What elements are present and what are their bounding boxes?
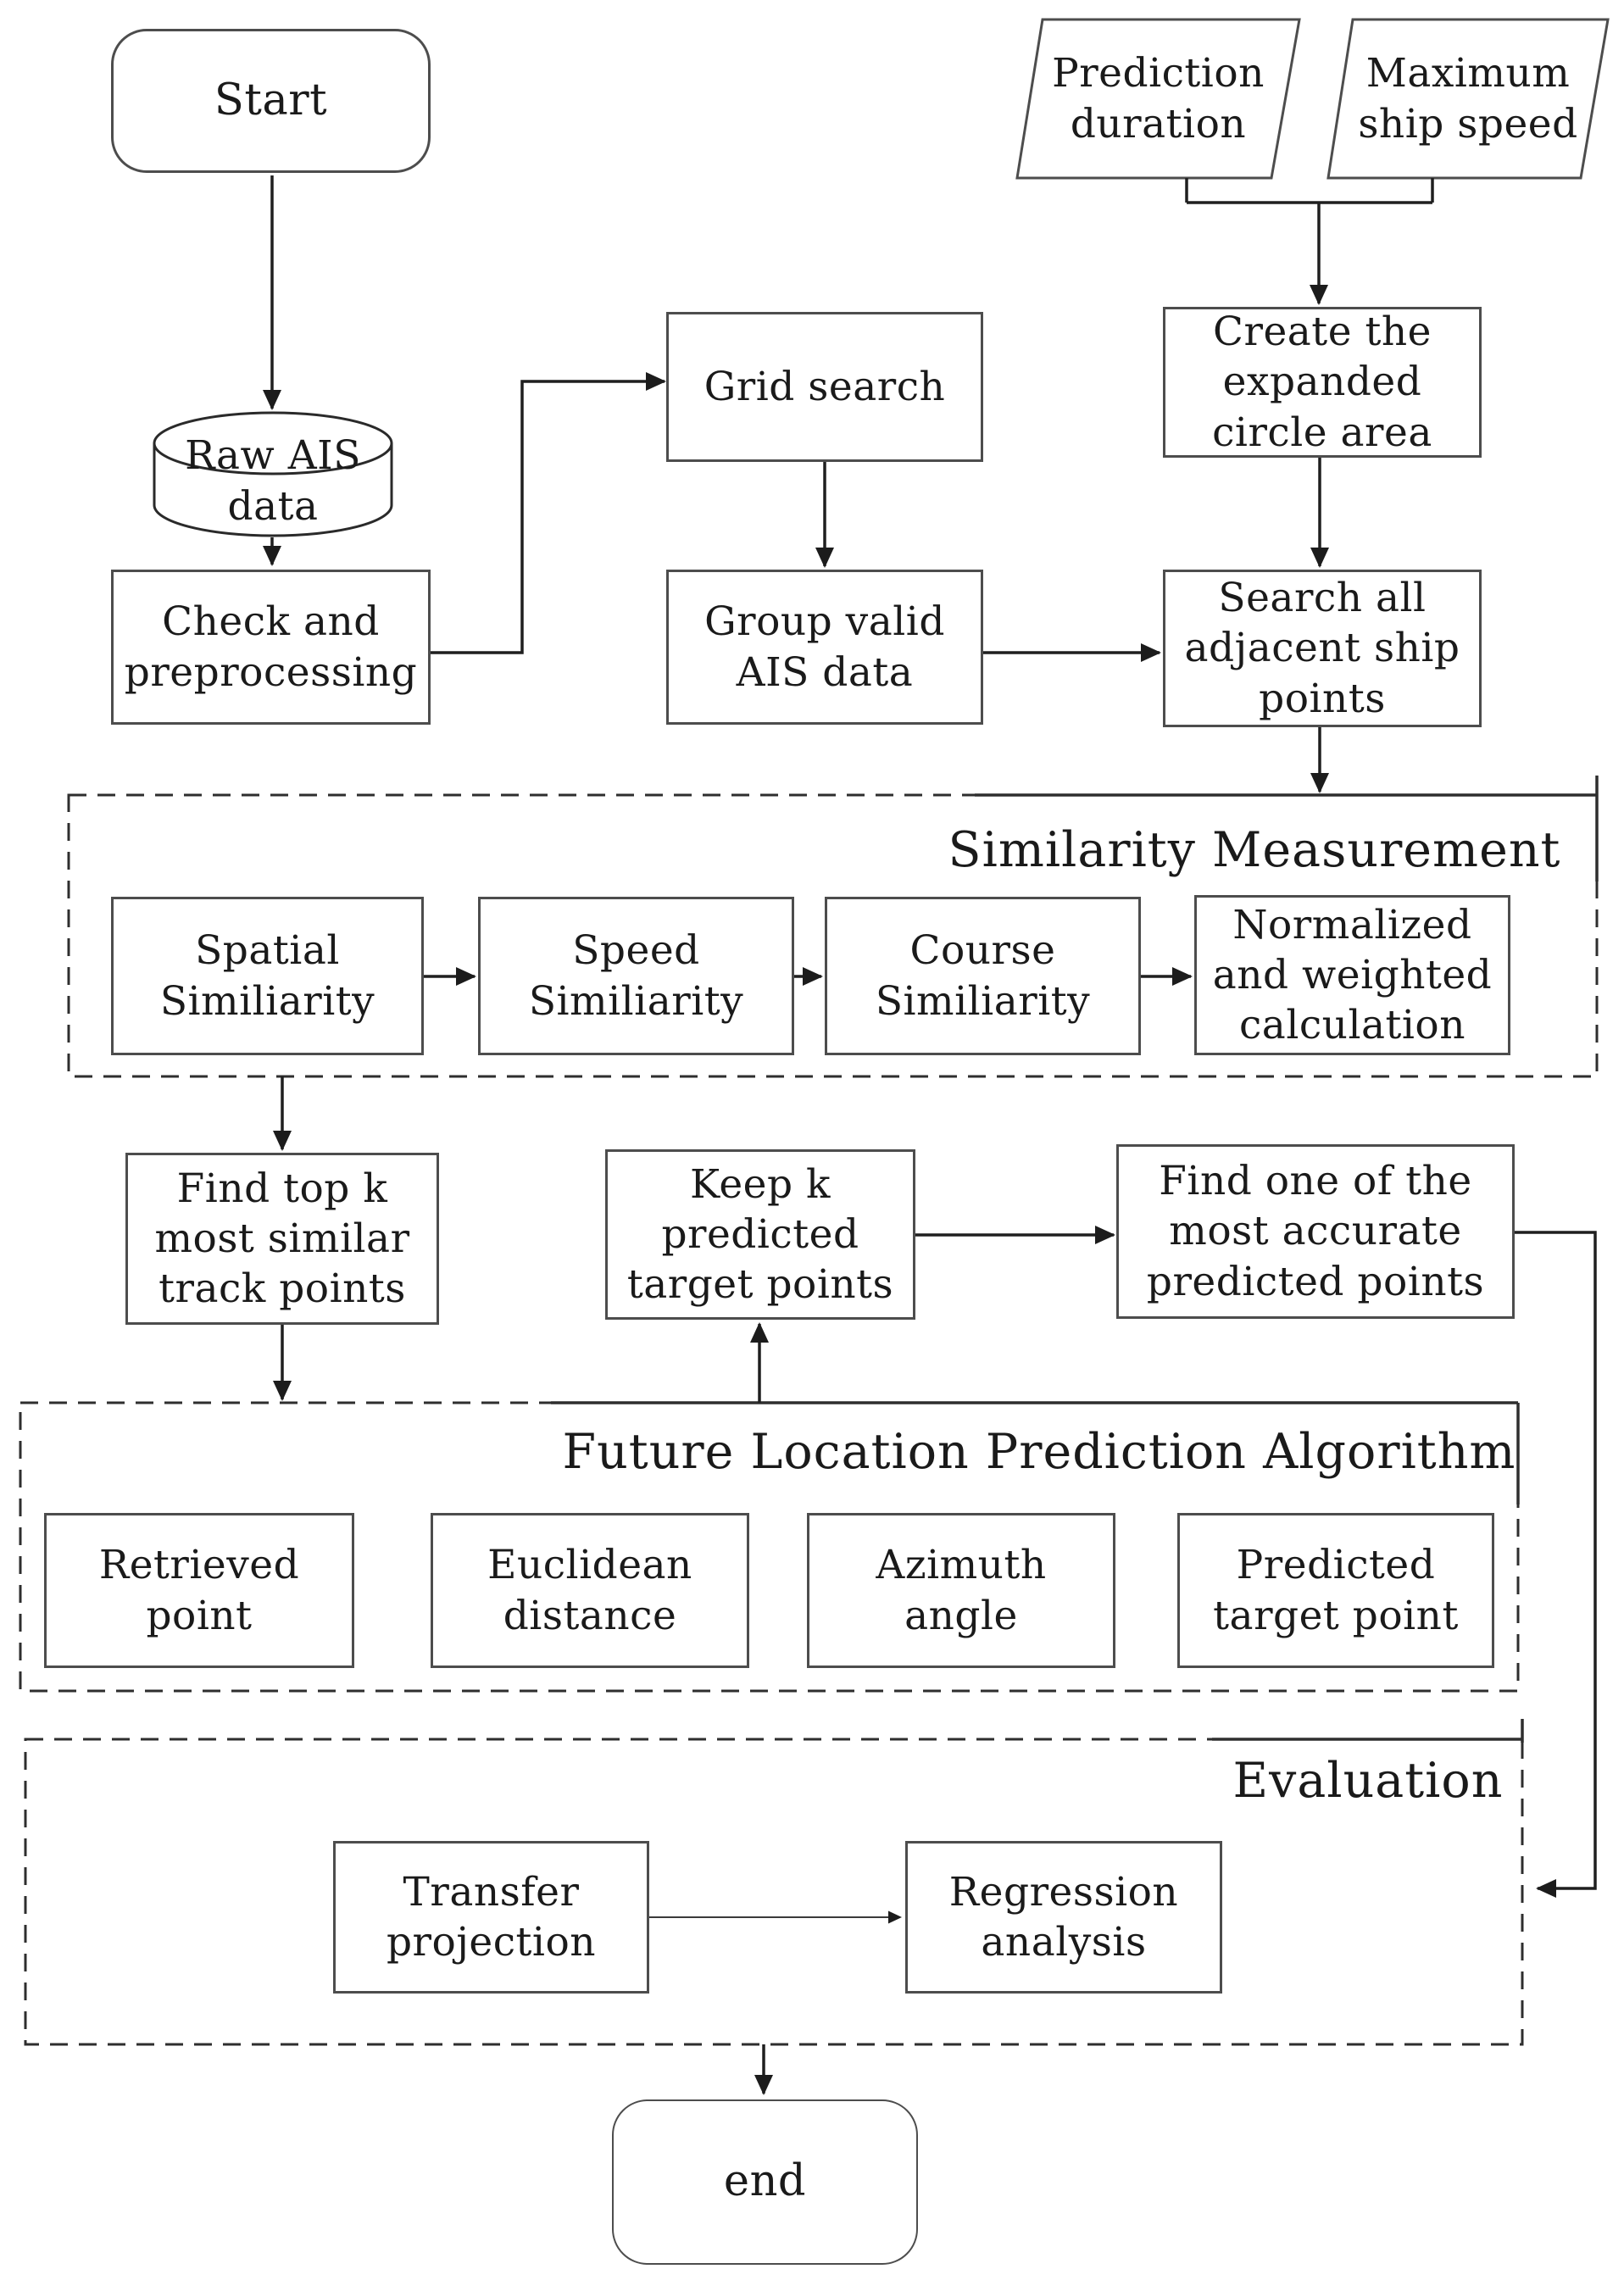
node-end-label: end [723,2156,807,2207]
node-speed-similarity-label: Speed Similiarity [528,927,744,1025]
prediction-duration-shape [1015,18,1301,180]
node-retrieved-point: Retrieved point [44,1513,354,1668]
node-check-and-preprocessing-label: Check and preprocessing [124,598,418,696]
raw-ais-cylinder-shape [153,411,393,537]
node-azimuth-angle-label: Azimuth angle [876,1542,1047,1639]
node-find-top-k: Find top k most similar track points [125,1153,439,1325]
node-group-valid-ais-data-label: Group valid AIS data [704,598,945,696]
node-retrieved-point-label: Retrieved point [98,1542,300,1639]
node-create-expanded-circle-label: Create the expanded circle area [1212,309,1432,456]
evaluation-group-frame [24,1738,1524,2046]
flpa-group-title: Future Location Prediction Algorithm [562,1424,1516,1480]
node-start: Start [111,29,431,173]
node-spatial-similarity: Spatial Similiarity [111,897,424,1055]
maximum-ship-speed-shape [1326,18,1610,180]
node-start-label: Start [214,75,328,125]
node-transfer-projection: Transfer projection [333,1841,649,1994]
node-create-expanded-circle: Create the expanded circle area [1163,307,1482,458]
node-euclidean-distance: Euclidean distance [431,1513,749,1668]
node-grid-search-label: Grid search [704,363,946,410]
node-euclidean-distance-label: Euclidean distance [487,1542,692,1639]
node-group-valid-ais-data: Group valid AIS data [666,570,983,725]
node-normalized-weighted-label: Normalized and weighted calculation [1212,901,1493,1049]
node-maximum-ship-speed-label: Maximum ship speed [1358,50,1578,147]
node-course-similarity: Course Similiarity [825,897,1141,1055]
node-predicted-target-point-label: Predicted target point [1213,1542,1459,1639]
node-check-and-preprocessing: Check and preprocessing [111,570,431,725]
node-keep-k-predicted: Keep k predicted target points [605,1149,915,1320]
node-end: end [612,2099,918,2265]
node-search-adjacent-points-label: Search all adjacent ship points [1184,575,1460,722]
node-raw-ais-data-label: Raw AIS data [185,432,361,530]
node-maximum-ship-speed: Maximum ship speed [1328,19,1608,178]
node-prediction-duration-label: Prediction duration [1052,50,1265,147]
node-azimuth-angle: Azimuth angle [807,1513,1115,1668]
similarity-group-frame [67,793,1599,1078]
node-keep-k-predicted-label: Keep k predicted target points [626,1160,894,1309]
node-grid-search: Grid search [666,312,983,462]
node-raw-ais-data: Raw AIS data [154,428,392,534]
node-spatial-similarity-label: Spatial Similiarity [159,927,375,1025]
evaluation-group-title: Evaluation [1232,1753,1504,1809]
node-regression-analysis-label: Regression analysis [948,1868,1179,1966]
node-regression-analysis: Regression analysis [905,1841,1222,1994]
node-find-most-accurate-label: Find one of the most accurate predicted … [1146,1158,1485,1305]
node-transfer-projection-label: Transfer projection [386,1868,597,1966]
node-predicted-target-point: Predicted target point [1177,1513,1494,1668]
node-prediction-duration: Prediction duration [1017,19,1299,178]
node-search-adjacent-points: Search all adjacent ship points [1163,570,1482,727]
node-course-similarity-label: Course Similiarity [875,927,1091,1025]
node-find-top-k-label: Find top k most similar track points [154,1165,410,1313]
node-normalized-weighted: Normalized and weighted calculation [1194,895,1510,1055]
node-find-most-accurate: Find one of the most accurate predicted … [1116,1144,1515,1319]
similarity-group-title: Similarity Measurement [948,822,1561,878]
node-speed-similarity: Speed Similiarity [478,897,794,1055]
